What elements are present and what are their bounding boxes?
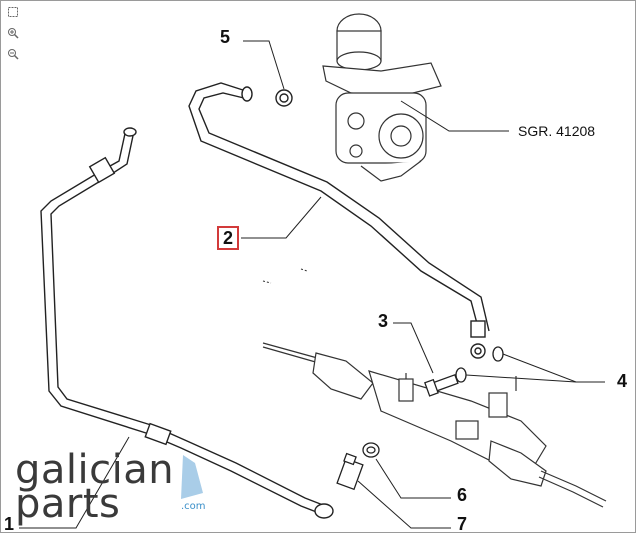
callout-3[interactable]: 3 [378,311,389,331]
logo-line-1: galician [15,447,175,493]
callout-6[interactable]: 6 [457,485,468,505]
pipe-part-1[interactable] [40,127,334,519]
hose-part-2[interactable] [188,82,490,359]
leader-lines [19,40,605,529]
clamp-part-5[interactable] [275,89,293,107]
union-part-7[interactable] [336,452,364,491]
bolt-part-3[interactable] [424,373,459,397]
callout-5[interactable]: 5 [220,27,231,47]
callout-7[interactable]: 7 [457,514,468,534]
alignment-marks [262,268,308,284]
reference-label[interactable]: SGR. 41208 [518,123,596,139]
fit-icon[interactable] [7,6,19,18]
logo: galician parts .com [15,447,206,527]
logo-line-2: parts [15,481,121,527]
power-steering-pump [322,13,442,182]
steering-rack [262,342,607,508]
callout-2[interactable]: 2 [217,226,240,250]
logo-accent-shape [181,455,203,499]
callout-1[interactable]: 1 [4,514,15,534]
zoom-in-icon[interactable] [7,27,19,39]
zoom-out-icon[interactable] [7,48,19,60]
callout-4[interactable]: 4 [617,371,628,391]
zoom-toolbar [7,6,21,69]
nut-part-6[interactable] [362,442,380,458]
logo-domain: .com [181,501,206,512]
